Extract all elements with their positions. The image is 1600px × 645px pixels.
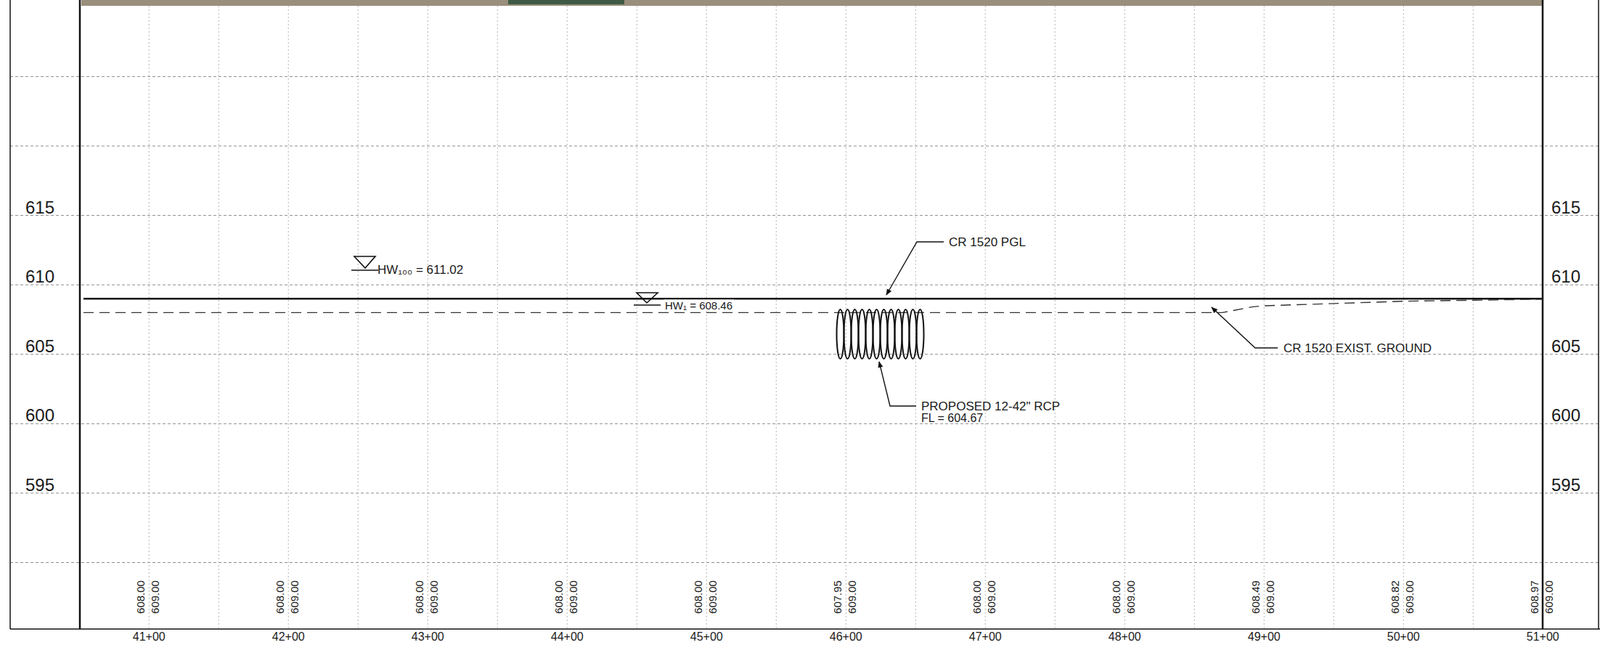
station-label: 48+00 [1108, 630, 1142, 643]
elevation-label: 600 [25, 406, 55, 424]
station-label: 42+00 [272, 630, 305, 643]
elevation-label: 605 [25, 337, 55, 355]
culvert-symbol [837, 309, 925, 359]
ground-elevation-value: 608.00 [274, 580, 286, 614]
existing-ground-line [83, 299, 1543, 313]
grade-elevation-value: 609.00 [846, 580, 858, 614]
elevation-label: 595 [1551, 476, 1581, 494]
station-label: 50+00 [1387, 630, 1420, 643]
station-label: 41+00 [132, 630, 166, 643]
aerial-strip [81, 0, 1543, 6]
proposed-grade-line [83, 297, 1543, 300]
ground-elevation-value: 608.97 [1528, 580, 1540, 614]
grade-elevation-value: 609.00 [1543, 580, 1555, 614]
elevation-label: 595 [25, 476, 55, 494]
grade-elevation-value: 609.00 [1264, 580, 1276, 614]
ground-elevation-value: 608.00 [692, 580, 704, 614]
water-surface-symbol [633, 292, 661, 305]
headwater-label: HW₁₀₀ = 611.02 [377, 263, 464, 276]
aerial-strip [508, 0, 625, 5]
elevation-label: 610 [25, 267, 55, 286]
ground-elevation-value: 607.95 [831, 580, 843, 614]
station-label: 51+00 [1526, 630, 1560, 643]
ground-elevation-value: 608.00 [971, 580, 983, 614]
grade-elevation-value: 609.00 [288, 580, 300, 614]
grade-elevation-value: 609.00 [567, 580, 579, 614]
callout-label: PROPOSED 12-42" RCP [921, 400, 1060, 413]
grade-elevation-value: 609.00 [149, 580, 161, 614]
elevation-label: 600 [1551, 406, 1581, 424]
station-label: 43+00 [411, 630, 445, 643]
elevation-label: 605 [1551, 337, 1581, 355]
ground-elevation-value: 608.00 [135, 580, 146, 614]
callout-label: FL = 604.67 [921, 412, 983, 424]
grade-elevation-value: 609.00 [1403, 580, 1415, 614]
callout-label: CR 1520 PGL [948, 235, 1026, 249]
water-surface-symbol [351, 256, 379, 271]
grid [10, 5, 1600, 629]
profile-lines [83, 298, 1543, 313]
grade-elevation-value: 609.00 [707, 580, 718, 614]
grade-elevation-value: 609.00 [1125, 580, 1137, 614]
sheet-frame [10, 0, 1600, 629]
leader-line [879, 241, 1278, 406]
ground-elevation-value: 608.00 [413, 580, 425, 614]
headwater-label: HW₁ = 608.46 [663, 299, 734, 311]
ground-elevation-value: 608.49 [1250, 580, 1261, 614]
grade-elevation-value: 609.00 [985, 580, 997, 614]
station-label: 44+00 [550, 630, 584, 643]
station-label: 45+00 [690, 630, 724, 643]
station-label: 49+00 [1247, 630, 1281, 643]
elevation-label: 610 [1551, 267, 1581, 286]
grade-elevation-value: 609.00 [428, 580, 440, 614]
ground-elevation-value: 608.00 [553, 580, 565, 614]
callout-label: CR 1520 EXIST. GROUND [1283, 341, 1432, 355]
station-label: 47+00 [969, 630, 1002, 643]
station-label: 46+00 [829, 630, 863, 643]
elevation-label: 615 [1551, 198, 1581, 217]
ground-elevation-value: 608.00 [1110, 580, 1122, 614]
elevation-label: 615 [25, 198, 55, 217]
ground-elevation-value: 608.82 [1389, 580, 1401, 614]
